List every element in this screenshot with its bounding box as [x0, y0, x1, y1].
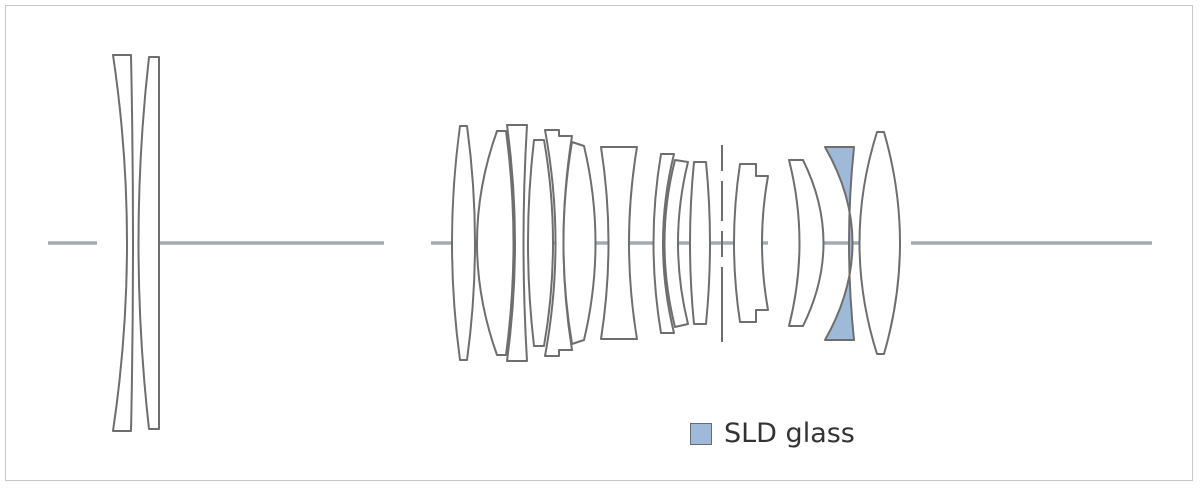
lens-element [689, 161, 711, 325]
lens-element [112, 54, 134, 432]
lens-element [858, 131, 901, 355]
legend: SLD glass [690, 420, 855, 447]
lens-element [600, 146, 638, 340]
lens-element [506, 124, 528, 362]
lens-element [562, 141, 597, 345]
lens-element [733, 163, 769, 323]
front-lens-group [112, 54, 161, 432]
sld-glass-swatch [690, 422, 712, 445]
legend-label: SLD glass [724, 418, 855, 449]
sld-lens-element [824, 146, 855, 341]
lens-element [527, 139, 554, 347]
lens-element [663, 159, 689, 328]
lens-element [476, 130, 515, 356]
lens-element [652, 153, 675, 334]
main-lens-group [451, 124, 901, 362]
lens-element [788, 159, 825, 327]
lens-element [451, 125, 476, 361]
lens-element [137, 56, 161, 430]
